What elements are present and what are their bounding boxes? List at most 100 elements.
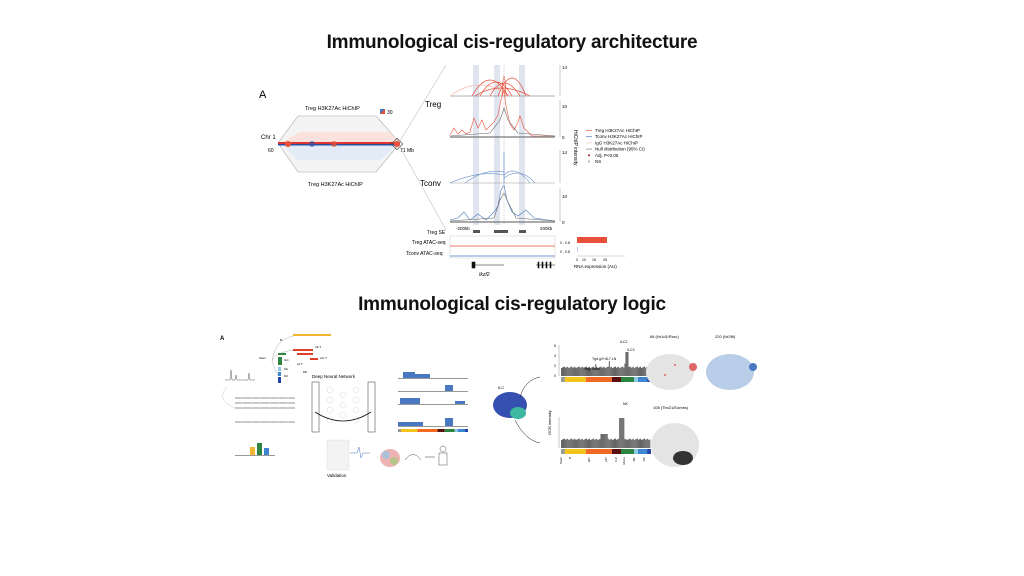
y-tick: 0 <box>562 135 565 140</box>
ocr-bar <box>606 367 608 376</box>
ocr-bar <box>574 438 576 448</box>
ocr-bar <box>602 367 604 376</box>
group-label: αβT <box>587 457 591 462</box>
ocr-bar <box>640 438 641 448</box>
ocr-bar <box>648 440 650 448</box>
group-label: MF <box>632 457 636 461</box>
ocr-bar <box>647 438 649 448</box>
ocr-bar <box>639 439 640 448</box>
ocr-bar <box>565 367 567 376</box>
group-color-segment <box>564 377 586 382</box>
group-color-segment <box>457 429 465 432</box>
ocr-bar <box>585 366 587 376</box>
ocr-bar <box>570 367 572 376</box>
ocr-bar <box>611 440 613 448</box>
ocr-bar <box>629 438 631 448</box>
group-color-segment <box>444 429 455 432</box>
ocr-bar <box>592 367 594 376</box>
ocr-bar <box>577 439 579 448</box>
ocr-bar <box>593 438 595 448</box>
ocr-bar <box>608 361 610 376</box>
group-color-segment <box>561 377 565 382</box>
y-tick: 10 <box>562 104 568 109</box>
person-icon <box>438 445 448 466</box>
ocr-bar <box>628 439 630 448</box>
motif-label: 108 (Tbx21/Eomes) <box>653 405 689 410</box>
ocr-bar <box>581 438 583 448</box>
ocr-bar <box>616 367 618 376</box>
ocr-annotation: ILC3 <box>627 348 634 352</box>
ocr-bar <box>644 438 646 448</box>
group-color-segment <box>647 449 651 454</box>
ocr-bar <box>646 439 648 448</box>
group-color-segment <box>454 429 458 432</box>
ocr-bar <box>614 439 615 448</box>
row-label-treg: Treg <box>425 100 441 109</box>
group-color-segment <box>437 429 445 432</box>
group-color-segment <box>464 429 468 432</box>
ocr-bar <box>608 439 610 448</box>
ocr-bar <box>620 367 622 376</box>
group-color-segment <box>564 449 586 454</box>
dnn-output-layer <box>367 381 376 433</box>
y-tick: 14 <box>562 150 568 155</box>
ocr-bar <box>582 440 584 448</box>
group-label: Stem <box>559 457 563 465</box>
x-tick: -200kb <box>456 226 470 231</box>
group-color-segment <box>634 449 638 454</box>
y-tick: 4 <box>554 354 556 358</box>
group-label: B <box>568 457 572 459</box>
ocr-bar <box>627 439 629 448</box>
ocr-annotation: Treg. colon <box>583 367 600 371</box>
ocr-bar <box>628 367 630 376</box>
ocr-bar <box>625 438 627 448</box>
group-color-segment <box>611 377 621 382</box>
ocr-bar <box>565 439 567 448</box>
tsne-map-nr2f6 <box>706 354 757 390</box>
ocr-bar <box>584 439 586 448</box>
lineage-label: Act T <box>320 356 327 360</box>
y-tick: 2 <box>554 364 556 368</box>
ocr-bar <box>603 434 605 448</box>
ocr-bar <box>605 434 607 448</box>
ocr-bar <box>645 367 647 376</box>
panel-label: A <box>220 336 225 342</box>
y-tick: 6 <box>554 344 556 348</box>
lineage-tree: B Stem ILC Mo DC MF αβ T γδ T Act T <box>259 334 331 383</box>
ocr-bar <box>630 367 632 376</box>
legend-label: Tconv H3K27Ac HiChIP <box>595 134 643 139</box>
ocr-bar <box>597 440 599 448</box>
ocr-bar <box>610 438 612 448</box>
ocr-bar <box>607 438 609 448</box>
ocr-bar <box>578 438 580 448</box>
ocr-bar <box>572 439 574 448</box>
ocr-bar <box>595 439 597 448</box>
ocr-bar <box>588 439 589 448</box>
ocr-bar <box>571 366 573 376</box>
cluster-label: ILC <box>498 385 504 390</box>
motif-label: 220 (Nr2f6) <box>715 334 736 339</box>
validation-label: Validation <box>327 473 347 478</box>
group-color-segment <box>561 449 565 454</box>
ocr-bar <box>584 367 586 376</box>
ocr-bar <box>593 366 595 376</box>
hic-bottom-label: Treg H3K27Ac HiChIP <box>308 182 363 188</box>
ocr-bar <box>609 439 611 448</box>
ocr-bar <box>567 366 569 376</box>
tconv-signal <box>449 184 556 222</box>
validation-panel <box>326 439 350 471</box>
legend-label: IgG H3K27Ac HiChIP <box>595 140 638 145</box>
ocr-bar <box>568 368 570 376</box>
ocr-bar <box>618 366 620 376</box>
ocr-bar <box>598 439 600 448</box>
legend-marker <box>588 160 590 163</box>
ocr-bar <box>619 418 621 448</box>
ocr-bar <box>575 440 577 448</box>
ocr-bar <box>569 367 571 376</box>
ocr-bar <box>613 439 614 448</box>
y-tick: 0 <box>562 220 565 225</box>
predicted-tracks <box>398 372 468 427</box>
ocr-bar <box>641 368 642 376</box>
tsne-map-tbx21 <box>651 423 699 467</box>
x-tick: 0 <box>576 258 578 262</box>
